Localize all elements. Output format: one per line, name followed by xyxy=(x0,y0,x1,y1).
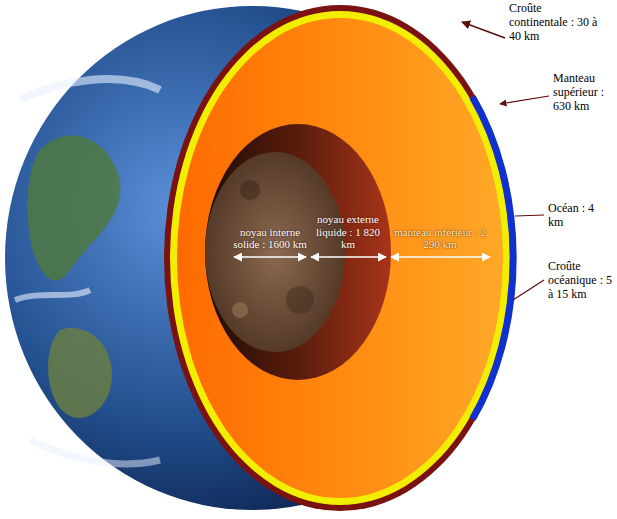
layer-label: Croûte continentale : 30 à 40 km xyxy=(509,2,601,43)
layer-label: noyau interne solide : 1600 km xyxy=(232,226,308,251)
layer-label: manteau inférieur : 2 290 km xyxy=(392,226,488,251)
layer-label: noyau externe liquide : 1 820 km xyxy=(310,213,386,251)
layer-label: Manteau supérieur : 630 km xyxy=(553,72,615,113)
layer-label: Croûte océanique : 5 à 15 km xyxy=(548,260,614,301)
layer-label: Océan : 4 km xyxy=(548,202,604,230)
